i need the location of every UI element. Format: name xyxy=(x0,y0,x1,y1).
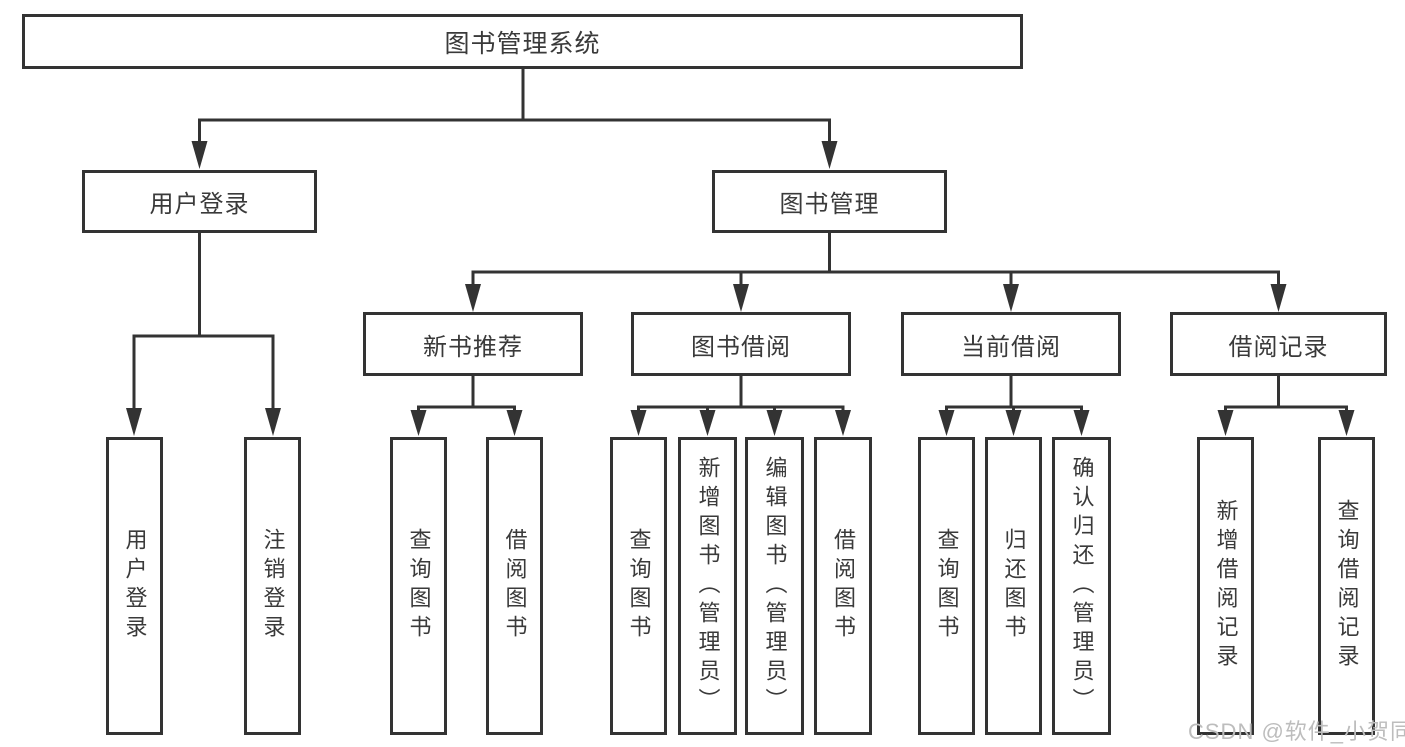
node-current-borrow: 当前借阅 xyxy=(901,312,1121,376)
leaf-confirm-return-admin: 确认归还（管理员） xyxy=(1052,437,1111,735)
leaf-query-books-borrow: 查询图书 xyxy=(610,437,667,735)
leaf-logout: 注销登录 xyxy=(244,437,301,735)
leaf-query-books-current: 查询图书 xyxy=(918,437,975,735)
leaf-user-login: 用户登录 xyxy=(106,437,163,735)
leaf-borrow-books-recommend: 借阅图书 xyxy=(486,437,543,735)
leaf-borrow-books: 借阅图书 xyxy=(814,437,872,735)
leaf-add-books-admin: 新增图书（管理员） xyxy=(678,437,737,735)
leaf-return-books: 归还图书 xyxy=(985,437,1042,735)
node-book-borrow: 图书借阅 xyxy=(631,312,851,376)
node-new-book-recommend: 新书推荐 xyxy=(363,312,583,376)
node-root-system: 图书管理系统 xyxy=(22,14,1023,69)
node-user-login: 用户登录 xyxy=(82,170,317,233)
leaf-edit-books-admin: 编辑图书（管理员） xyxy=(745,437,804,735)
leaf-add-borrow-record: 新增借阅记录 xyxy=(1197,437,1254,735)
node-book-management: 图书管理 xyxy=(712,170,947,233)
leaf-query-books-recommend: 查询图书 xyxy=(390,437,447,735)
leaf-query-borrow-record: 查询借阅记录 xyxy=(1318,437,1375,735)
node-borrow-records: 借阅记录 xyxy=(1170,312,1387,376)
csdn-watermark: CSDN @软件_小贺同学 xyxy=(1188,719,1405,744)
